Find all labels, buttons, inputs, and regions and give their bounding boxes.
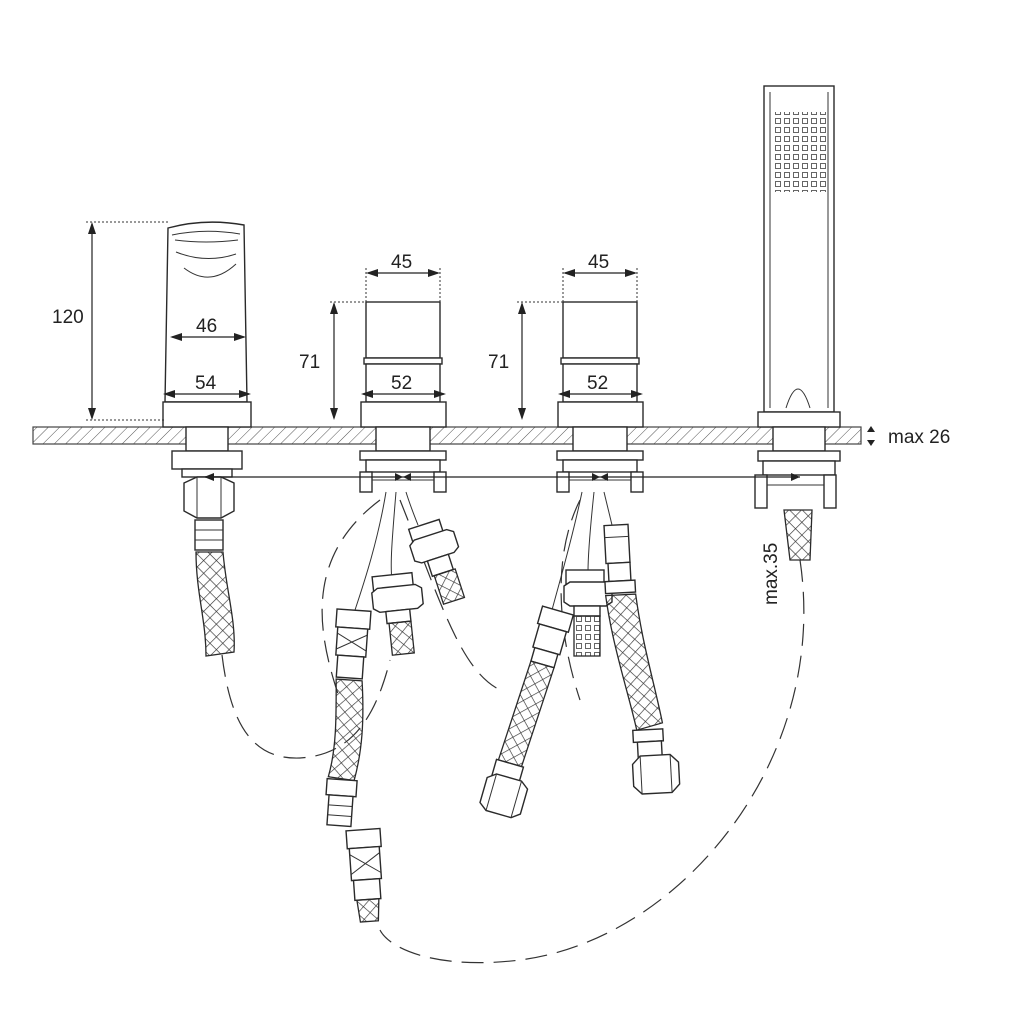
valve-handle-left <box>325 301 466 923</box>
spout-base-width-label: 54 <box>195 373 217 394</box>
valve1-height-label: 71 <box>299 352 320 373</box>
deck-thickness-label: max 26 <box>888 427 950 448</box>
dimension-lines <box>86 221 875 446</box>
spout-height-label: 120 <box>52 307 84 328</box>
shower-hole-label: max.35 <box>761 543 782 605</box>
center-distance-line <box>204 473 800 481</box>
valve1-top-width-label: 45 <box>391 252 412 273</box>
spout-top-width-label: 46 <box>196 316 217 337</box>
valve2-base-width-label: 52 <box>587 373 608 394</box>
bath-spout <box>162 221 252 657</box>
valve2-height-label: 71 <box>488 352 509 373</box>
valve2-top-width-label: 45 <box>588 252 609 273</box>
valve1-base-width-label: 52 <box>391 373 412 394</box>
deck-surface <box>32 426 862 445</box>
valve-handle-right <box>479 301 681 819</box>
hand-shower <box>754 85 841 561</box>
